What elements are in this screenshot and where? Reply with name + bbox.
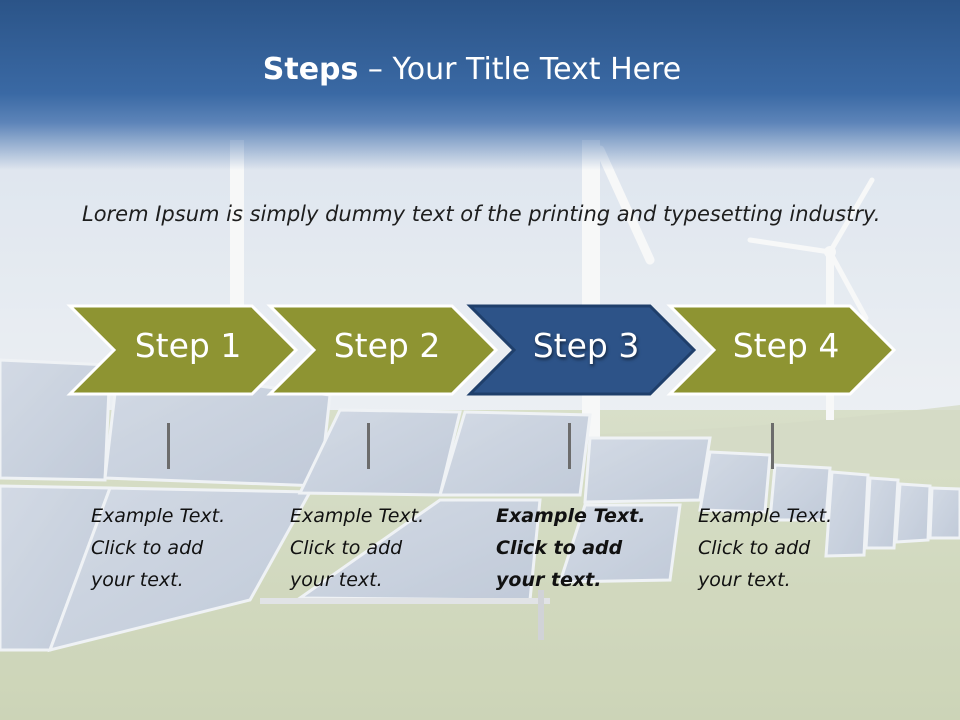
step-4-line-2: Click to add	[698, 537, 811, 559]
step-3-label: Step 3	[532, 326, 640, 365]
step-1-line-3: your text.	[91, 569, 184, 591]
step-3-line-2: Click to add	[496, 537, 623, 559]
step-3-chevron[interactable]	[466, 304, 697, 396]
step-2-label: Step 2	[333, 326, 441, 365]
step-3-line-1: Example Text.	[496, 505, 646, 527]
intro-text[interactable]: Lorem Ipsum is simply dummy text of the …	[82, 202, 881, 226]
step-2-chevron[interactable]	[266, 304, 499, 396]
step-1-label: Step 1	[134, 326, 242, 365]
step-4-label: Step 4	[732, 326, 840, 365]
step-4-connector	[771, 423, 774, 469]
step-1-line-2: Click to add	[91, 537, 204, 559]
step-1-connector	[167, 423, 170, 469]
step-4-text[interactable]: Example Text. Click to add your text.	[698, 500, 878, 596]
step-1-text[interactable]: Example Text. Click to add your text.	[91, 500, 271, 596]
step-2-line-1: Example Text.	[290, 505, 425, 527]
solar-panels	[0, 358, 960, 653]
step-4-line-1: Example Text.	[698, 505, 833, 527]
title-band	[0, 0, 960, 170]
slide-title-rest: – Your Title Text Here	[358, 52, 682, 87]
step-1-chevron[interactable]	[66, 304, 299, 396]
step-3-text[interactable]: Example Text. Click to add your text.	[496, 500, 676, 596]
step-1-line-1: Example Text.	[91, 505, 226, 527]
step-2-connector	[367, 423, 370, 469]
step-3-connector	[568, 423, 571, 469]
step-2-text[interactable]: Example Text. Click to add your text.	[290, 500, 470, 596]
slide-title-bold: Steps	[262, 52, 359, 87]
step-2-line-2: Click to add	[290, 537, 403, 559]
step-4-chevron[interactable]	[666, 304, 897, 396]
step-2-line-3: your text.	[290, 569, 383, 591]
slide-title[interactable]: Steps – Your Title Text Here	[0, 52, 944, 87]
step-4-line-3: your text.	[698, 569, 791, 591]
step-3-line-3: your text.	[496, 569, 602, 591]
